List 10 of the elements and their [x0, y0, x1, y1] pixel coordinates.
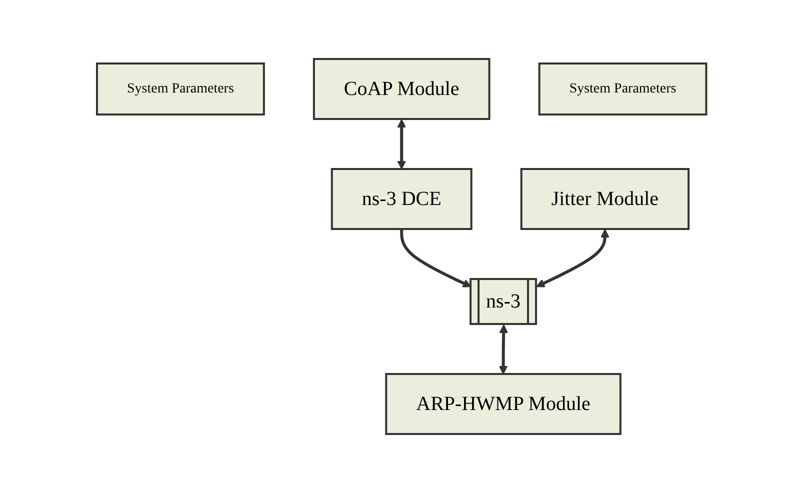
- node-box: ns-3 DCE: [331, 168, 473, 230]
- arrow: [398, 119, 406, 170]
- node-box: System Parameters: [538, 62, 708, 116]
- node-box: Jitter Module: [520, 168, 690, 230]
- arrow: [400, 229, 472, 288]
- arrow: [499, 324, 508, 374]
- node-box: System Parameters: [96, 62, 266, 116]
- node-box: ARP-HWMP Module: [386, 373, 622, 435]
- node-box: CoAP Module: [313, 58, 491, 120]
- arrow: [536, 229, 610, 288]
